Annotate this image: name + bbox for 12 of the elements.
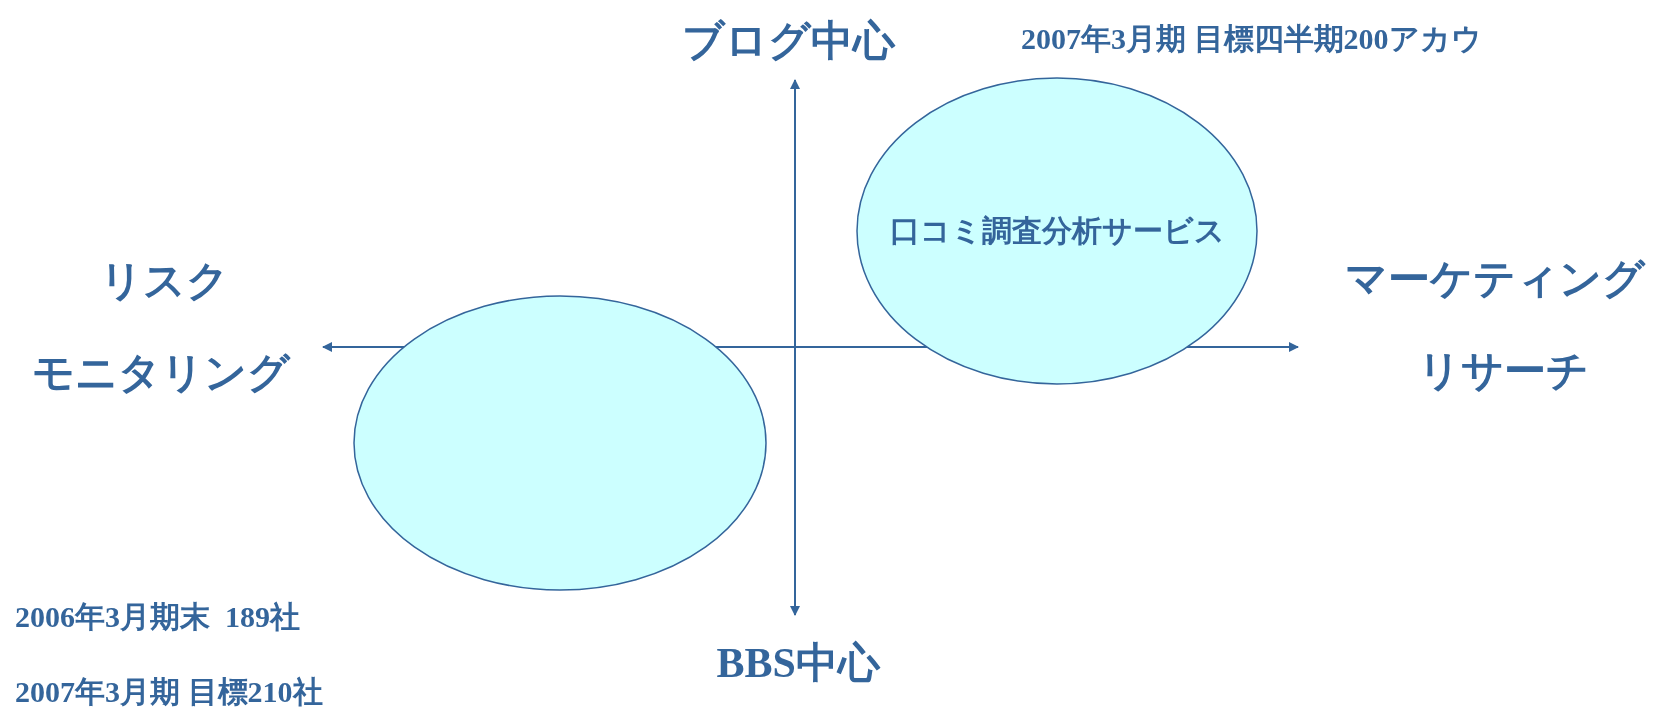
note-text: 2007年3月期 目標四半期200アカウ — [1021, 22, 1482, 55]
axis-label: BBS中心 — [716, 640, 880, 687]
ellipse — [353, 295, 767, 591]
axis-label: リスク — [99, 258, 229, 305]
axis-label: モニタリング — [32, 350, 290, 397]
axis-label: ブログ中心 — [681, 18, 895, 65]
ellipse — [856, 77, 1258, 385]
node-label: 口コミ調査分析サービス — [889, 211, 1225, 250]
axis-label: リサーチ — [1417, 348, 1589, 395]
note-text: 2006年3月期末 189社 — [15, 600, 300, 633]
note-text: 2007年3月期 目標210社 — [15, 675, 323, 708]
axis-label: マーケティング — [1345, 256, 1645, 303]
